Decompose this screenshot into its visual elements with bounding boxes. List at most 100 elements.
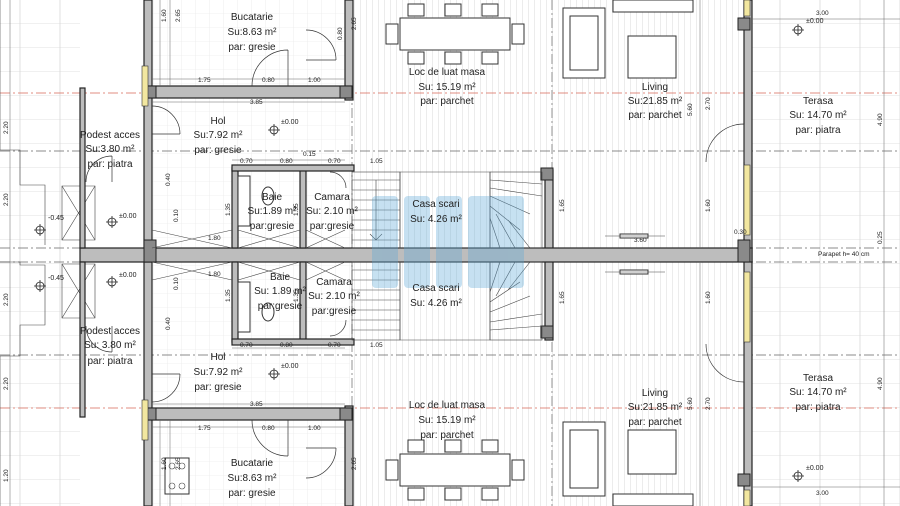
room-label-baie-top: Baie Su:1.89 m² par:gresie: [248, 192, 298, 232]
room-label-camara-top: Camara Su: 2.10 m² par:gresie: [306, 192, 358, 232]
svg-text:Living: Living: [642, 388, 668, 399]
svg-text:2.70: 2.70: [705, 397, 712, 410]
svg-text:5.60: 5.60: [687, 397, 694, 410]
svg-text:1.35: 1.35: [225, 289, 232, 302]
svg-text:0.40: 0.40: [165, 173, 172, 186]
svg-text:par: piatra: par: piatra: [795, 402, 840, 413]
svg-text:1.20: 1.20: [3, 469, 10, 482]
svg-text:par: piatra: par: piatra: [87, 356, 132, 367]
room-label-terasa-bottom: Terasa Su: 14.70 m² par: piatra: [789, 373, 847, 413]
svg-text:3.85: 3.85: [250, 99, 263, 106]
svg-text:Su:7.92 m²: Su:7.92 m²: [194, 367, 244, 378]
svg-text:0.15: 0.15: [303, 151, 316, 158]
svg-text:1.75: 1.75: [198, 77, 211, 84]
room-label-living-bottom: Living Su:21.85 m² par: parchet: [628, 388, 683, 428]
svg-text:1.00: 1.00: [308, 77, 321, 84]
svg-text:2.20: 2.20: [3, 193, 10, 206]
bathroom-fixtures: [164, 175, 275, 495]
svg-text:Camara: Camara: [316, 277, 352, 288]
svg-text:2.20: 2.20: [3, 293, 10, 306]
room-label-terasa-top: Terasa Su: 14.70 m² par: piatra: [789, 96, 847, 136]
level-hol-top: ±0.00: [281, 119, 299, 126]
svg-text:Su: 15.19 m²: Su: 15.19 m²: [418, 82, 476, 93]
room-label-hol-top: Hol Su:7.92 m² par: gresie: [194, 116, 244, 156]
living-furniture-bottom: [562, 421, 694, 506]
svg-text:Bucatarie: Bucatarie: [231, 458, 274, 469]
level-marker-cross: [268, 368, 280, 380]
svg-text:1.75: 1.75: [198, 425, 211, 432]
svg-text:2.65: 2.65: [175, 9, 182, 22]
level-terasa-bottom: ±0.00: [806, 465, 824, 472]
svg-text:Podest acces: Podest acces: [80, 326, 140, 337]
svg-text:Su: 4.26 m²: Su: 4.26 m²: [410, 214, 462, 225]
svg-text:2.65: 2.65: [175, 457, 182, 470]
svg-text:par:gresie: par:gresie: [312, 306, 357, 317]
svg-text:2.20: 2.20: [3, 121, 10, 134]
svg-text:par: piatra: par: piatra: [795, 125, 840, 136]
svg-text:0.70: 0.70: [328, 158, 341, 165]
svg-text:Su: 4.26 m²: Su: 4.26 m²: [410, 298, 462, 309]
svg-text:par: gresie: par: gresie: [228, 42, 276, 53]
svg-text:1.65: 1.65: [559, 199, 566, 212]
svg-text:Su:21.85 m²: Su:21.85 m²: [628, 402, 683, 413]
svg-text:par: parchet: par: parchet: [420, 96, 474, 107]
svg-text:Casa scari: Casa scari: [412, 199, 459, 210]
svg-text:Living: Living: [642, 82, 668, 93]
svg-text:1.35: 1.35: [225, 203, 232, 216]
room-label-casa-top: Casa scari Su: 4.26 m²: [410, 199, 462, 225]
svg-text:1.60: 1.60: [705, 199, 712, 212]
level-marker-cross: [792, 470, 804, 482]
level-marker-cross: [106, 276, 118, 288]
svg-text:0.80: 0.80: [262, 77, 275, 84]
room-label-casa-bottom: Casa scari Su: 4.26 m²: [410, 283, 462, 309]
svg-text:2.65: 2.65: [351, 17, 358, 30]
svg-text:par:gresie: par:gresie: [258, 301, 303, 312]
level-marker-cross: [792, 24, 804, 36]
svg-text:0.80: 0.80: [262, 425, 275, 432]
svg-text:0.80: 0.80: [280, 342, 293, 349]
svg-text:Loc de luat masa: Loc de luat masa: [409, 400, 486, 411]
room-label-hol-bottom: Hol Su:7.92 m² par: gresie: [194, 352, 244, 393]
living-furniture-top: [562, 0, 694, 79]
svg-text:0.25: 0.25: [877, 231, 884, 244]
room-label-baie-bottom: Baie Su: 1.89 m² par:gresie: [254, 272, 306, 312]
watermark-logo: [372, 196, 524, 288]
svg-text:Camara: Camara: [314, 192, 350, 203]
room-label-podest-bottom: Podest acces Su: 3.80 m² par: piatra: [80, 326, 140, 367]
room-label-loc-top: Loc de luat masa Su: 15.19 m² par: parch…: [409, 67, 486, 107]
svg-text:0.80: 0.80: [280, 158, 293, 165]
level-entry-top: ±0.00: [119, 213, 137, 220]
svg-text:1.80: 1.80: [208, 271, 221, 278]
svg-text:2.65: 2.65: [351, 457, 358, 470]
svg-text:0.70: 0.70: [240, 342, 253, 349]
svg-text:Bucatarie: Bucatarie: [231, 12, 274, 23]
svg-text:par: gresie: par: gresie: [228, 488, 276, 499]
svg-text:Su: 15.19 m²: Su: 15.19 m²: [418, 415, 476, 426]
svg-text:Loc de luat masa: Loc de luat masa: [409, 67, 486, 78]
staircase-top: [351, 171, 543, 249]
svg-text:Su: 1.89 m²: Su: 1.89 m²: [254, 286, 306, 297]
svg-text:Su:8.63 m²: Su:8.63 m²: [228, 473, 278, 484]
svg-text:par: parchet: par: parchet: [628, 110, 682, 121]
svg-text:Su:3.80 m²: Su:3.80 m²: [86, 144, 136, 155]
svg-text:0.30: 0.30: [734, 229, 747, 236]
dimension-labels: 1.60 2.65 2.65 0.80 1.75 0.80 1.00 3.85 …: [3, 9, 884, 497]
svg-text:2.20: 2.20: [3, 377, 10, 390]
svg-text:Su:1.89 m²: Su:1.89 m²: [248, 206, 298, 217]
svg-text:0.40: 0.40: [165, 317, 172, 330]
svg-text:0.10: 0.10: [173, 209, 180, 222]
level-terasa-top: ±0.00: [806, 18, 824, 25]
svg-text:0.70: 0.70: [240, 158, 253, 165]
svg-text:par:gresie: par:gresie: [250, 221, 295, 232]
level-marker-cross: [34, 224, 46, 236]
svg-text:3.00: 3.00: [816, 490, 829, 497]
svg-text:1.00: 1.00: [308, 425, 321, 432]
level-entry-bottom: ±0.00: [119, 272, 137, 279]
room-label-bucatarie-bottom: Bucatarie Su:8.63 m² par: gresie: [228, 458, 278, 499]
svg-text:1.05: 1.05: [370, 342, 383, 349]
svg-text:1.60: 1.60: [161, 457, 168, 470]
svg-text:Su:7.92 m²: Su:7.92 m²: [194, 130, 244, 141]
room-label-camara-bottom: Camara Su: 2.10 m² par:gresie: [308, 277, 360, 317]
level-landing-top: -0.45: [48, 215, 64, 222]
